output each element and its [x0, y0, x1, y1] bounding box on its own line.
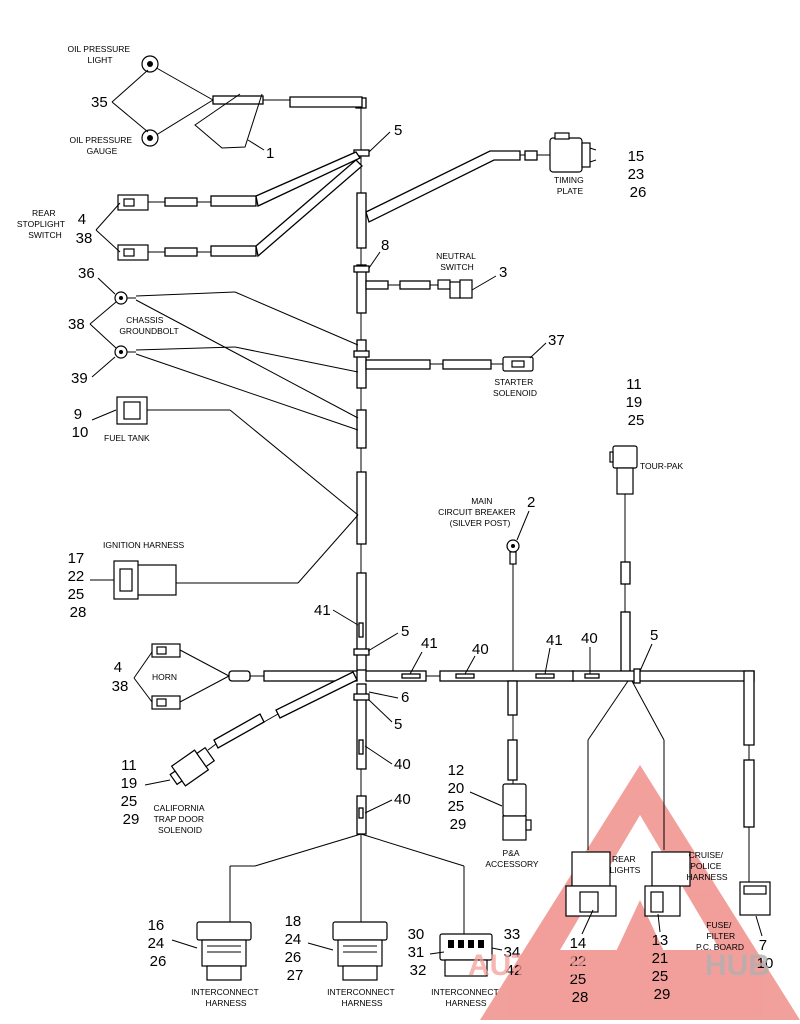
- interconnect-wires: [229, 833, 465, 934]
- callout-8: 8: [381, 237, 389, 254]
- callout-2: 2: [527, 494, 535, 511]
- callout-41-horizontal: 41: [421, 635, 438, 652]
- callout-3: 3: [499, 264, 507, 281]
- oil-pressure-light-label: OIL PRESSURE LIGHT: [68, 44, 133, 65]
- callout-40-right: 40: [581, 630, 598, 647]
- oil-pressure-gauge-terminal: [141, 129, 159, 147]
- callout-12-20-25-29: 12 20 25 29: [448, 762, 469, 833]
- callout-6: 6: [401, 689, 409, 706]
- interconnect-connector-3: [439, 933, 493, 977]
- callout-41-trunk: 41: [314, 602, 331, 619]
- callout-7-10: 7 10: [757, 937, 774, 972]
- fuel-tank-label: FUEL TANK: [104, 433, 150, 443]
- callout-4-38-top: 4 38: [76, 211, 93, 247]
- interconnect-harness-label-1: INTERCONNECT HARNESS: [191, 987, 261, 1008]
- main-trunk: [353, 97, 370, 835]
- callout-40-horizontal: 40: [472, 641, 489, 658]
- callout-41-right: 41: [546, 632, 563, 649]
- callout-4-38-horn: 4 38: [112, 659, 129, 695]
- callout-11-19-25-29: 11 19 25 29: [121, 757, 142, 828]
- callout-1: 1: [266, 145, 274, 162]
- chassis-ground-bottom: [114, 345, 359, 431]
- callout-16-24-26: 16 24 26: [148, 917, 169, 970]
- tour-pak-label: TOUR-PAK: [640, 461, 683, 471]
- tour-pak-branch: [609, 445, 638, 673]
- california-trap-door-branch: [169, 671, 358, 787]
- interconnect-connector-1: [196, 921, 252, 981]
- callout-30-31-32: 30 31 32: [408, 926, 429, 979]
- horn-connectors: [151, 643, 230, 710]
- horn-label: HORN: [152, 672, 177, 682]
- fuse-filter-label: FUSE/ FILTER P.C. BOARD: [696, 920, 744, 952]
- rear-stoplight-branch: [148, 151, 363, 258]
- callout-36: 36: [78, 265, 95, 282]
- callout-40-bottom: 40: [394, 791, 411, 808]
- interconnect-harness-label-3: INTERCONNECT HARNESS: [431, 987, 501, 1008]
- callout-33-34-42: 33 34 42: [504, 926, 525, 979]
- callout-5-upper: 5: [401, 623, 409, 640]
- main-circuit-breaker-branch: [506, 539, 520, 672]
- oil-pressure-gauge-label: OIL PRESSURE GAUGE: [70, 135, 135, 156]
- oil-pressure-branch: [152, 65, 363, 149]
- interconnect-connector-2: [332, 921, 388, 981]
- callout-14-22-25-28: 14 22 25 28: [570, 935, 591, 1006]
- callout-39: 39: [71, 370, 88, 387]
- callout-5-right: 5: [650, 627, 658, 644]
- watermark-text-red: AUTOMOTO: [468, 949, 642, 982]
- starter-solenoid-branch: [365, 356, 534, 372]
- callout-17-22-25-28: 17 22 25 28: [68, 550, 89, 621]
- pa-accessory-label: P&A ACCESSORY: [485, 848, 539, 869]
- fuel-tank-connector: [116, 396, 359, 516]
- interconnect-harness-label-2: INTERCONNECT HARNESS: [327, 987, 397, 1008]
- rear-stoplight-switch-label: REAR STOPLIGHT SWITCH: [17, 208, 67, 240]
- pa-accessory-branch: [502, 680, 532, 841]
- cruise-police-label: CRUISE/ POLICE HARNESS: [686, 850, 727, 882]
- oil-pressure-light-terminal: [141, 55, 159, 73]
- timing-plate-branch: [365, 150, 550, 223]
- callout-11-19-25-top: 11 19 25: [626, 376, 647, 429]
- rear-stoplight-connector-top: [117, 194, 149, 211]
- california-trap-door-label: CALIFORNIA TRAP DOOR SOLENOID: [154, 803, 207, 835]
- starter-solenoid-label: STARTER SOLENOID: [493, 377, 537, 398]
- callout-40-trunk: 40: [394, 756, 411, 773]
- rear-stoplight-connector-bottom: [117, 244, 149, 261]
- rear-lights-cruise-branch: [565, 680, 691, 917]
- watermark-text-grey: HUB: [705, 949, 770, 982]
- ignition-harness-connector: [113, 514, 359, 600]
- watermark-logo: [480, 765, 800, 1020]
- callout-18-24-26-27: 18 24 26 27: [285, 913, 306, 984]
- neutral-switch-branch: [365, 279, 473, 299]
- chassis-groundbolt-label: CHASSIS GROUNDBOLT: [119, 315, 178, 336]
- fuse-filter-branch: [739, 745, 771, 916]
- callout-9-10: 9 10: [72, 406, 89, 441]
- ignition-harness-label: IGNITION HARNESS: [103, 540, 185, 550]
- callout-38: 38: [68, 316, 85, 333]
- timing-plate-label: TIMING PLATE: [554, 175, 586, 196]
- chassis-ground-top: [114, 291, 359, 419]
- callout-5-top: 5: [394, 122, 402, 139]
- callout-5-lower: 5: [394, 716, 402, 733]
- main-circuit-breaker-label: MAIN CIRCUIT BREAKER (SILVER POST): [438, 496, 518, 528]
- rear-lights-label: REAR LIGHTS: [610, 854, 641, 875]
- callout-13-21-25-29: 13 21 25 29: [652, 932, 673, 1003]
- neutral-switch-label: NEUTRAL SWITCH: [436, 251, 478, 272]
- horizontal-branch: [228, 668, 755, 746]
- timing-plate-connector: [549, 132, 597, 173]
- callout-35: 35: [91, 94, 108, 111]
- callout-15-23-26: 15 23 26: [628, 148, 649, 201]
- callout-37: 37: [548, 332, 565, 349]
